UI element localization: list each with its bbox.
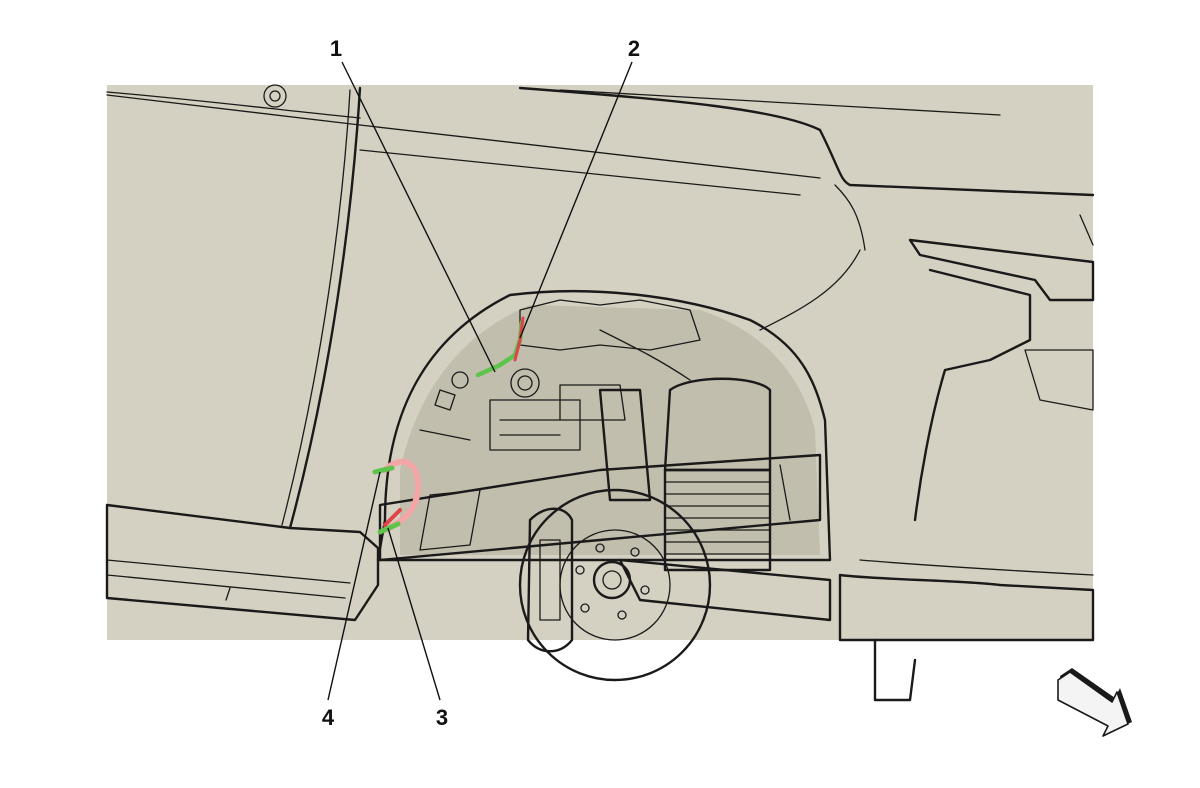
callout-4: 4	[322, 705, 335, 730]
leader-line-1	[341, 61, 496, 373]
brake-rotor-assembly	[518, 488, 712, 682]
harness-upper-red	[513, 316, 525, 362]
harness-lower-green-2	[377, 521, 401, 535]
callout-2: 2	[628, 36, 640, 61]
forward-arrow-icon	[1057, 668, 1132, 737]
callout-3: 3	[436, 705, 448, 730]
wheel-well	[376, 289, 832, 622]
harness-lower-green	[372, 465, 395, 475]
leader-line-2	[519, 61, 633, 339]
callout-1: 1	[330, 36, 342, 61]
callouts: 1 2 3 4	[322, 36, 640, 730]
leader-line-4	[327, 471, 381, 701]
harness-lower-red	[383, 508, 402, 527]
vehicle-body	[105, 84, 1095, 702]
harness-lower-pink	[382, 458, 422, 533]
leader-lines	[327, 61, 633, 701]
air-spring	[663, 377, 772, 572]
leader-line-3	[387, 527, 441, 701]
